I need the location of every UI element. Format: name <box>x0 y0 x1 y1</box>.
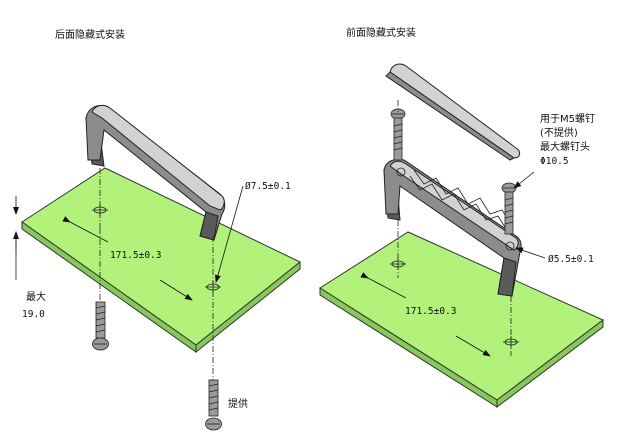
left-thickness-dimension: 最大 19.0 <box>13 196 46 320</box>
right-screw-note-2: (不提供) <box>540 126 578 139</box>
right-screw-note-1: 用于M5螺钉 <box>540 113 595 125</box>
right-screw-note-4: Φ10.5 <box>540 156 569 167</box>
right-cover-strip <box>385 63 521 161</box>
right-pitch-label: 171.5±0.3 <box>405 306 456 317</box>
left-title: 后面隐藏式安装 <box>55 28 125 41</box>
right-title: 前面隐藏式安装 <box>346 26 416 39</box>
left-screw-1 <box>92 301 109 351</box>
right-hole-label: Ø5.5±0.1 <box>548 254 594 265</box>
right-screw-2 <box>501 182 517 235</box>
left-mounting-plate <box>21 167 301 354</box>
right-screw-1 <box>390 108 406 161</box>
left-pitch-label: 171.5±0.3 <box>110 250 161 261</box>
right-screw-note: 用于M5螺钉 (不提供) 最大螺钉头 Φ10.5 <box>513 113 595 189</box>
left-thickness-label-1: 最大 <box>26 290 46 303</box>
right-pitch-dimension: 171.5±0.3 <box>360 272 491 357</box>
left-hole-label: Ø7.5±0.1 <box>245 181 291 192</box>
left-thickness-label-2: 19.0 <box>22 309 45 320</box>
right-handle <box>383 158 522 297</box>
left-handle <box>85 104 226 241</box>
right-panel: 前面隐藏式安装 <box>319 26 604 409</box>
right-mounting-plate <box>319 231 604 409</box>
left-hole-callout: Ø7.5±0.1 <box>215 181 291 283</box>
right-screw-note-3: 最大螺钉头 <box>540 140 590 153</box>
left-screw-2: 提供 <box>205 379 248 431</box>
left-pitch-dimension: 171.5±0.3 <box>62 216 193 301</box>
right-hole-callout: Ø5.5±0.1 <box>515 247 594 265</box>
left-panel: 后面隐藏式安装 1 <box>13 28 301 431</box>
left-supplied-label: 提供 <box>228 397 248 410</box>
